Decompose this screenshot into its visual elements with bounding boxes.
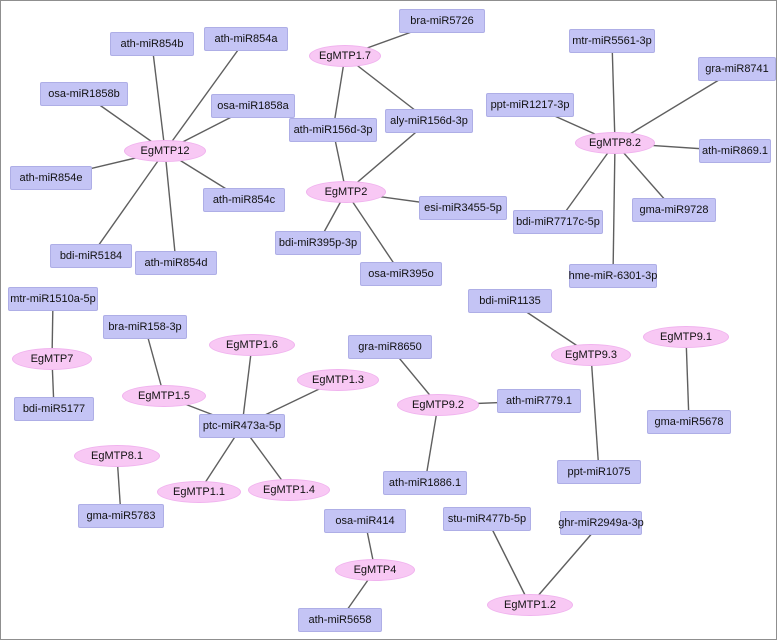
gene-node-egmtp1-5[interactable]: EgMTP1.5 <box>122 385 206 407</box>
mirna-node-ath-mir854c[interactable]: ath-miR854c <box>203 188 285 212</box>
edge-egmtp2-osa-mir395o <box>345 191 402 275</box>
mirna-node-aly-mir156d-3p[interactable]: aly-miR156d-3p <box>385 109 473 133</box>
edge-egmtp1-7-ath-mir156d-3p <box>332 55 346 131</box>
mirna-node-ath-mir854a[interactable]: ath-miR854a <box>204 27 288 51</box>
edge-egmtp12-bdi-mir5184 <box>90 150 166 257</box>
mirna-node-stu-mir477b-5p[interactable]: stu-miR477b-5p <box>443 507 531 531</box>
mirna-node-bdi-mir5177[interactable]: bdi-miR5177 <box>14 397 94 421</box>
mirna-node-bdi-mir7717c-5p[interactable]: bdi-miR7717c-5p <box>513 210 603 234</box>
mirna-node-ath-mir854d[interactable]: ath-miR854d <box>135 251 217 275</box>
mirna-node-ghr-mir2949a-3p[interactable]: ghr-miR2949a-3p <box>558 511 644 535</box>
mirna-node-gma-mir5678[interactable]: gma-miR5678 <box>647 410 731 434</box>
gene-node-egmtp12[interactable]: EgMTP12 <box>124 140 206 162</box>
mirna-node-hme-mir-6301-3p[interactable]: hme-miR-6301-3p <box>569 264 657 288</box>
edge-egmtp12-ath-mir854d <box>164 150 177 264</box>
edge-egmtp8-2-hme-mir-6301-3p <box>612 142 616 277</box>
mirna-node-gra-mir8741[interactable]: gra-miR8741 <box>698 57 776 81</box>
mirna-node-ptc-mir473a-5p[interactable]: ptc-miR473a-5p <box>199 414 285 438</box>
mirna-node-gra-mir8650[interactable]: gra-miR8650 <box>348 335 432 359</box>
gene-node-egmtp4[interactable]: EgMTP4 <box>335 559 415 581</box>
gene-node-egmtp1-1[interactable]: EgMTP1.1 <box>157 481 241 503</box>
gene-node-egmtp9-2[interactable]: EgMTP9.2 <box>397 394 479 416</box>
edge-egmtp12-ath-mir854a <box>164 38 247 152</box>
edge-egmtp9-2-ath-mir1886-1 <box>424 404 439 484</box>
mirna-node-esi-mir3455-5p[interactable]: esi-miR3455-5p <box>419 196 507 220</box>
mirna-node-ppt-mir1217-3p[interactable]: ppt-miR1217-3p <box>486 93 574 117</box>
edge-egmtp9-1-gma-mir5678 <box>685 336 690 423</box>
edge-egmtp1-2-stu-mir477b-5p <box>486 518 531 606</box>
mirna-node-osa-mir395o[interactable]: osa-miR395o <box>360 262 442 286</box>
mirna-node-bra-mir158-3p[interactable]: bra-miR158-3p <box>103 315 187 339</box>
mirna-node-osa-mir1858b[interactable]: osa-miR1858b <box>40 82 128 106</box>
mirna-node-ath-mir854b[interactable]: ath-miR854b <box>110 32 194 56</box>
edge-egmtp8-2-bdi-mir7717c-5p <box>557 142 616 223</box>
gene-node-egmtp9-3[interactable]: EgMTP9.3 <box>551 344 631 366</box>
mirna-node-osa-mir414[interactable]: osa-miR414 <box>324 509 406 533</box>
edge-egmtp9-3-ppt-mir1075 <box>590 354 600 473</box>
edge-egmtp1-6-ptc-mir473a-5p <box>241 344 253 427</box>
gene-node-egmtp1-3[interactable]: EgMTP1.3 <box>297 369 379 391</box>
mirna-node-mtr-mir5561-3p[interactable]: mtr-miR5561-3p <box>569 29 655 53</box>
mirna-node-ath-mir1886-1[interactable]: ath-miR1886.1 <box>383 471 467 495</box>
mirna-node-bra-mir5726[interactable]: bra-miR5726 <box>399 9 485 33</box>
gene-node-egmtp8-1[interactable]: EgMTP8.1 <box>74 445 160 467</box>
mirna-node-ath-mir5658[interactable]: ath-miR5658 <box>298 608 382 632</box>
mirna-node-bdi-mir1135[interactable]: bdi-miR1135 <box>468 289 552 313</box>
mirna-node-ppt-mir1075[interactable]: ppt-miR1075 <box>557 460 641 484</box>
gene-node-egmtp1-2[interactable]: EgMTP1.2 <box>487 594 573 616</box>
mirna-node-ath-mir779-1[interactable]: ath-miR779.1 <box>497 389 581 413</box>
mirna-node-bdi-mir395p-3p[interactable]: bdi-miR395p-3p <box>275 231 361 255</box>
gene-node-egmtp2[interactable]: EgMTP2 <box>306 181 386 203</box>
mirna-node-bdi-mir5184[interactable]: bdi-miR5184 <box>50 244 132 268</box>
edge-egmtp1-2-ghr-mir2949a-3p <box>529 522 602 606</box>
gene-node-egmtp1-6[interactable]: EgMTP1.6 <box>209 334 295 356</box>
gene-node-egmtp7[interactable]: EgMTP7 <box>12 348 92 370</box>
mirna-node-osa-mir1858a[interactable]: osa-miR1858a <box>211 94 295 118</box>
mirna-node-mtr-mir1510a-5p[interactable]: mtr-miR1510a-5p <box>8 287 98 311</box>
mirna-node-gma-mir9728[interactable]: gma-miR9728 <box>632 198 716 222</box>
edge-egmtp8-2-gra-mir8741 <box>614 68 738 144</box>
gene-node-egmtp8-2[interactable]: EgMTP8.2 <box>575 132 655 154</box>
gene-node-egmtp1-4[interactable]: EgMTP1.4 <box>248 479 330 501</box>
edge-egmtp12-ath-mir854b <box>151 43 166 152</box>
edge-egmtp8-2-mtr-mir5561-3p <box>611 40 616 144</box>
mirna-node-ath-mir854e[interactable]: ath-miR854e <box>10 166 92 190</box>
mirna-node-ath-mir156d-3p[interactable]: ath-miR156d-3p <box>289 118 377 142</box>
gene-node-egmtp9-1[interactable]: EgMTP9.1 <box>643 326 729 348</box>
gene-node-egmtp1-7[interactable]: EgMTP1.7 <box>309 45 381 67</box>
mirna-node-gma-mir5783[interactable]: gma-miR5783 <box>78 504 164 528</box>
mirna-node-ath-mir869-1[interactable]: ath-miR869.1 <box>699 139 771 163</box>
